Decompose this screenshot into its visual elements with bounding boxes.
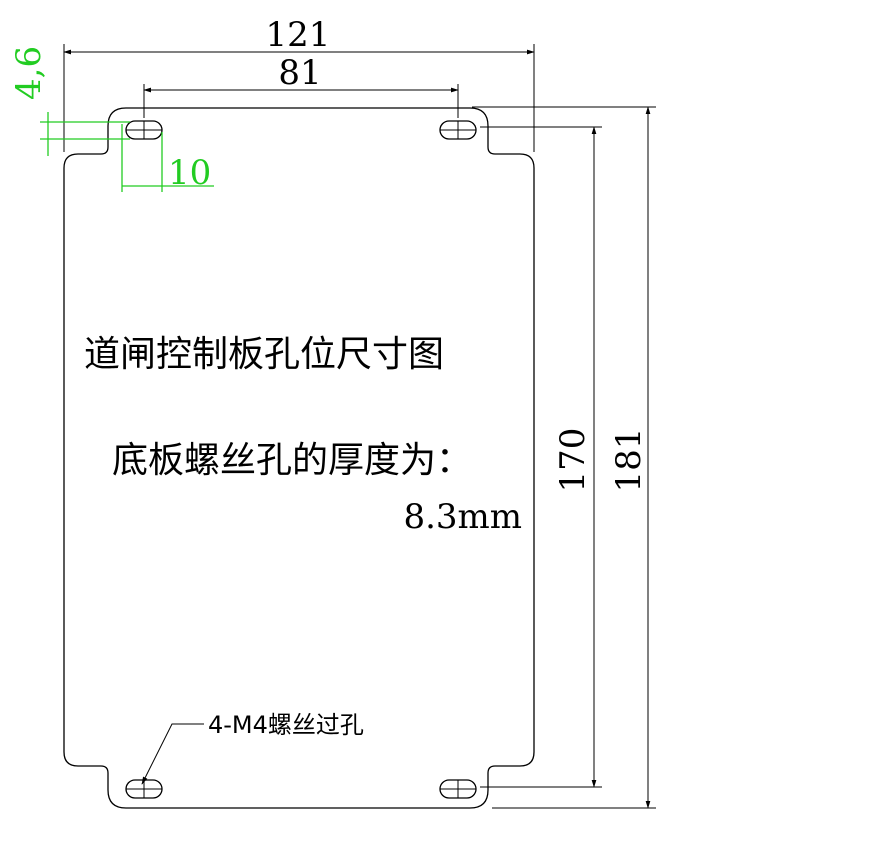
dimension-81-label: 81 (278, 53, 321, 93)
dimension-121-label: 121 (266, 15, 331, 55)
dimension-hole-offset-side: 10 (121, 124, 214, 193)
dimension-hole-spacing-height: 170 (480, 126, 602, 788)
dimension-170-label: 170 (553, 428, 593, 493)
dimension-overall-width: 121 (63, 15, 535, 152)
board-outline (63, 107, 535, 809)
thickness-note-line1: 底板螺丝孔的厚度为： (112, 440, 472, 481)
hole-callout-label: 4-M4螺丝过孔 (208, 711, 364, 739)
dimension-hole-offset-top: 4,6 (9, 46, 130, 156)
hole-callout-leader: 4-M4螺丝过孔 (141, 711, 364, 785)
slot-hole-top-left (125, 120, 163, 140)
dimension-10-label: 10 (168, 153, 211, 193)
slot-hole-bottom-right (439, 779, 477, 799)
dimension-overall-height: 181 (472, 106, 656, 809)
thickness-note-line2: 8.3mm (403, 497, 522, 537)
slot-hole-bottom-left (125, 779, 163, 799)
dimension-181-label: 181 (609, 428, 649, 493)
dimension-4-6-label: 4,6 (9, 46, 49, 100)
slot-hole-top-right (439, 120, 477, 140)
drawing-title: 道闸控制板孔位尺寸图 (84, 334, 444, 375)
dimension-hole-spacing-width: 81 (143, 53, 459, 118)
